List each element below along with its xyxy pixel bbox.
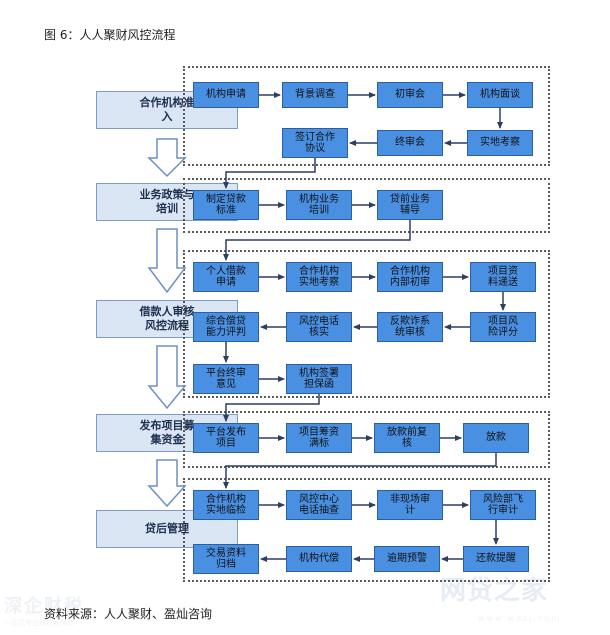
stage-partner-admission: 合作机构准 入: [96, 91, 238, 129]
node-risk-scoring: 项目风 险评分: [470, 312, 536, 342]
figure-title: 图 6：人人聚财风控流程: [44, 28, 176, 42]
node-label: 放款: [486, 432, 506, 444]
node-institution-training: 机构业务 培训: [286, 190, 352, 220]
node-label: 综合偿贷 能力评判: [206, 315, 246, 339]
node-guarantee-letter: 机构签署 担保函: [286, 364, 352, 394]
stage-down-arrow: [147, 138, 187, 178]
node-institution-compensation: 机构代偿: [286, 546, 352, 572]
stage-label: 合作机构准 入: [139, 96, 195, 123]
group-admission: [183, 66, 550, 166]
node-label: 交易资料 归档: [206, 547, 246, 571]
node-label: 制定贷款 标准: [206, 193, 246, 217]
node-label: 机构申请: [206, 89, 246, 101]
node-label: 机构签署 担保函: [299, 367, 339, 391]
node-institution-interview: 机构面谈: [467, 82, 533, 108]
stage-down-arrow: [147, 345, 187, 410]
node-label: 逾期预警: [387, 553, 427, 565]
node-label: 合作机构 实地考察: [299, 265, 339, 289]
node-label: 机构业务 培训: [299, 193, 339, 217]
node-offsite-audit: 非现场审 计: [377, 490, 443, 520]
node-label: 初审会: [395, 89, 425, 101]
flow-arrow: [223, 453, 497, 489]
node-platform-final-review: 平台终审 意见: [193, 364, 259, 394]
group-training: [183, 178, 550, 233]
node-label: 还款提醒: [476, 553, 516, 565]
node-label: 项目资 料递送: [488, 265, 518, 289]
group-review: [183, 250, 550, 398]
node-background-check: 背景调查: [282, 82, 348, 108]
node-loan-standards: 制定贷款 标准: [193, 190, 259, 220]
node-overdue-warning: 逾期预警: [374, 546, 440, 572]
node-label: 贷前业务 辅导: [390, 193, 430, 217]
node-label: 个人借款 申请: [206, 265, 246, 289]
flow-arrow: [223, 220, 411, 261]
node-label: 机构代偿: [299, 553, 339, 565]
node-label: 签订合作 协议: [295, 131, 335, 155]
node-label: 风控电话 核实: [299, 315, 339, 339]
node-document-delivery: 项目资 料递送: [470, 262, 536, 292]
node-label: 合作机构 实地临检: [206, 493, 246, 517]
node-label: 平台终审 意见: [206, 367, 246, 391]
node-institution-apply: 机构申请: [193, 82, 259, 108]
node-repayment-ability: 综合偿贷 能力评判: [193, 312, 259, 342]
watermark-left-sub: 一站式专业财税服务商: [4, 619, 74, 627]
flow-arrow: [223, 394, 320, 422]
stage-label: 借款人审核 风控流程: [139, 305, 195, 332]
node-label: 项目风 险评分: [488, 315, 518, 339]
node-label: 非现场审 计: [390, 493, 430, 517]
node-sign-agreement: 签订合作 协议: [282, 128, 348, 158]
node-label: 反欺诈系 统审核: [390, 315, 430, 339]
node-disbursement: 放款: [463, 423, 529, 453]
node-label: 风控中心 电话抽查: [299, 493, 339, 517]
node-label: 终审会: [395, 137, 425, 149]
node-partner-site-audit: 合作机构 实地临检: [193, 490, 259, 520]
node-final-review: 终审会: [377, 130, 443, 156]
node-label: 放款前复 核: [387, 426, 427, 450]
figure-source: 资料来源：人人聚财、盈灿咨询: [44, 607, 213, 621]
flow-arrow: [223, 158, 316, 189]
node-flight-audit: 风险部飞 行审计: [470, 490, 536, 520]
group-fundraising: [183, 411, 550, 468]
stage-down-arrow: [147, 228, 187, 294]
stage-label: 业务政策与 培训: [139, 188, 195, 215]
node-label: 平台发布 项目: [206, 426, 246, 450]
node-preloan-guidance: 贷前业务 辅导: [377, 190, 443, 220]
node-label: 实地考察: [480, 137, 520, 149]
node-label: 风险部飞 行审计: [483, 493, 523, 517]
node-archive-records: 交易资料 归档: [193, 544, 259, 574]
node-preloan-recheck: 放款前复 核: [374, 423, 440, 453]
node-label: 项目筹资 满标: [299, 426, 339, 450]
watermark-right-sub: www.wdzj.com: [478, 614, 562, 623]
node-partner-internal-review: 合作机构 内部初审: [377, 262, 443, 292]
stage-label: 贷后管理: [145, 522, 189, 536]
node-anti-fraud-review: 反欺诈系 统审核: [377, 312, 443, 342]
node-partner-site-check: 合作机构 实地考察: [286, 262, 352, 292]
node-risk-center-call: 风控中心 电话抽查: [286, 490, 352, 520]
group-post-loan: [183, 478, 550, 582]
node-repayment-reminder: 还款提醒: [463, 546, 529, 572]
node-personal-loan-apply: 个人借款 申请: [193, 262, 259, 292]
node-phone-verification: 风控电话 核实: [286, 312, 352, 342]
watermark-left: 深企财税: [4, 596, 84, 617]
node-publish-project: 平台发布 项目: [193, 423, 259, 453]
node-label: 机构面谈: [480, 89, 520, 101]
node-site-inspection: 实地考察: [467, 130, 533, 156]
node-label: 合作机构 内部初审: [390, 265, 430, 289]
node-funding-complete: 项目筹资 满标: [286, 423, 352, 453]
stage-label: 发布项目募 集资金: [139, 419, 195, 446]
node-first-review: 初审会: [377, 82, 443, 108]
stage-down-arrow: [147, 459, 187, 508]
node-label: 背景调查: [295, 89, 335, 101]
